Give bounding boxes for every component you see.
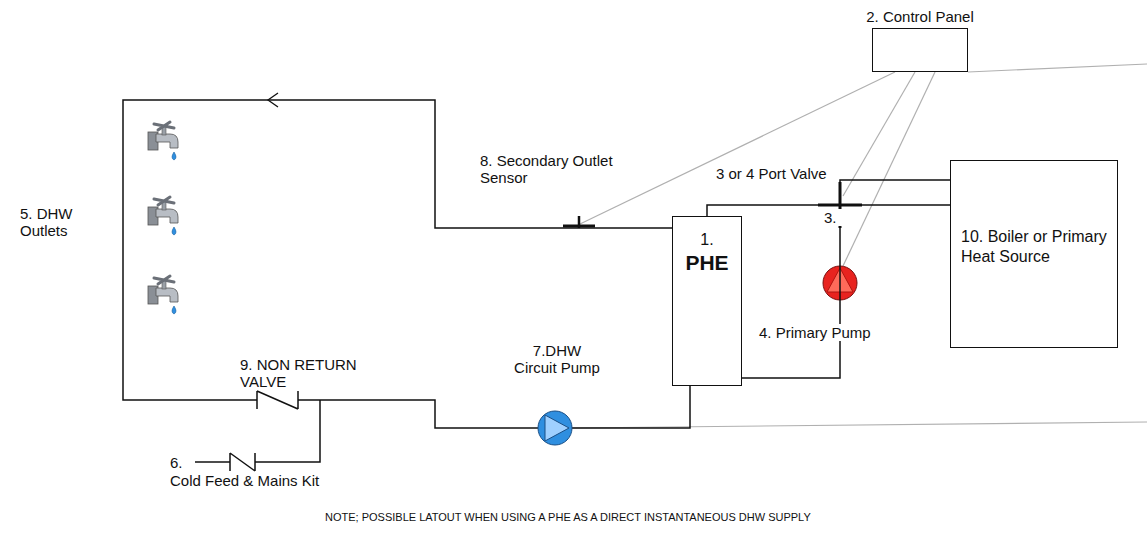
sensor-symbol [563,216,595,228]
callout-number: 3. [822,209,844,226]
callout-label: Cold Feed & Mains Kit [170,472,350,489]
callout-number: 1. [673,231,741,249]
callout-label: 7.DHW Circuit Pump [512,342,602,376]
callout-label: 3 or 4 Port Valve [716,165,834,182]
check-valve [230,391,298,471]
dhw-pump-symbol [538,411,572,445]
phe-title: PHE [673,251,741,275]
tap-icon [148,276,178,314]
note-text: NOTE; POSSIBLE LATOUT WHEN USING A PHE A… [325,511,885,524]
dhw-pipe [123,93,690,462]
callout-label: 5. DHW Outlets [20,205,100,239]
tap-icon [148,197,178,235]
primary-pipe [742,180,950,378]
callout-label: 4. Primary Pump [757,324,901,341]
boiler-box: 10. Boiler or Primary Heat Source [950,160,1118,348]
tap-icons [148,122,178,314]
control-wire [572,64,1147,428]
panel-heading: 2. Control Panel [866,8,974,25]
control-panel-box: 2. Control Panel [872,28,968,72]
callout-label: 9. NON RETURN VALVE [240,356,380,390]
phe-box: 1. PHE [672,216,742,386]
callout-number: 6. [170,454,200,471]
callout-label: 8. Secondary Outlet Sensor [480,152,620,186]
boiler-title: 10. Boiler or Primary Heat Source [951,227,1117,267]
tap-icon [148,122,178,160]
